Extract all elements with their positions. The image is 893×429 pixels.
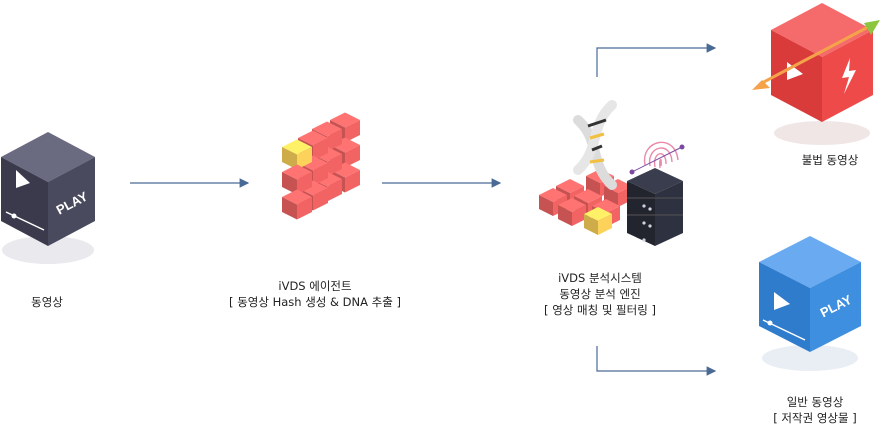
video-input-cube: PLAY bbox=[1, 132, 95, 264]
block bbox=[282, 139, 312, 170]
engine-detail: [ 영상 매칭 및 필터링 ] bbox=[544, 303, 656, 317]
block bbox=[282, 189, 312, 220]
agent-subtitle: [ 동영상 Hash 생성 & DNA 추출 ] bbox=[229, 295, 401, 309]
video-input-label: 동영상 bbox=[31, 295, 63, 309]
normal-video-cube: PLAY bbox=[759, 236, 861, 371]
agent-title: iVDS 에이전트 bbox=[278, 279, 352, 293]
agent-label: iVDS 에이전트 [ 동영상 Hash 생성 & DNA 추출 ] bbox=[205, 278, 425, 310]
server-rack-icon bbox=[627, 168, 683, 246]
dna-helix-icon bbox=[573, 100, 617, 190]
play-triangle-icon bbox=[16, 170, 30, 188]
arrow-engine-to-normal bbox=[596, 346, 717, 376]
arrow-engine-to-illegal bbox=[596, 43, 717, 77]
illegal-video-label: 불법 동영상 bbox=[801, 153, 859, 167]
normal-video-title: 일반 동영상 bbox=[786, 395, 844, 409]
lightning-icon bbox=[842, 58, 856, 94]
block bbox=[282, 164, 312, 195]
block bbox=[584, 207, 612, 235]
analysis-engine-icon bbox=[539, 100, 685, 246]
block bbox=[539, 188, 567, 216]
illegal-video-cube bbox=[752, 3, 880, 145]
engine-subtitle: 동영상 분석 엔진 bbox=[559, 287, 641, 301]
engine-block-base bbox=[539, 169, 632, 235]
play-triangle-icon bbox=[774, 292, 790, 310]
arrow-hit-icon bbox=[752, 20, 880, 90]
block bbox=[558, 198, 586, 226]
agent-block-stack-icon bbox=[282, 112, 360, 220]
engine-title: iVDS 분석시스템 bbox=[558, 271, 642, 285]
engine-label: iVDS 분석시스템 동영상 분석 엔진 [ 영상 매칭 및 필터링 ] bbox=[510, 270, 690, 318]
normal-video-subtitle: [ 저작권 영상물 ] bbox=[773, 411, 857, 425]
normal-video-label: 일반 동영상 [ 저작권 영상물 ] bbox=[750, 394, 880, 426]
fingerprint-icon bbox=[629, 141, 685, 175]
